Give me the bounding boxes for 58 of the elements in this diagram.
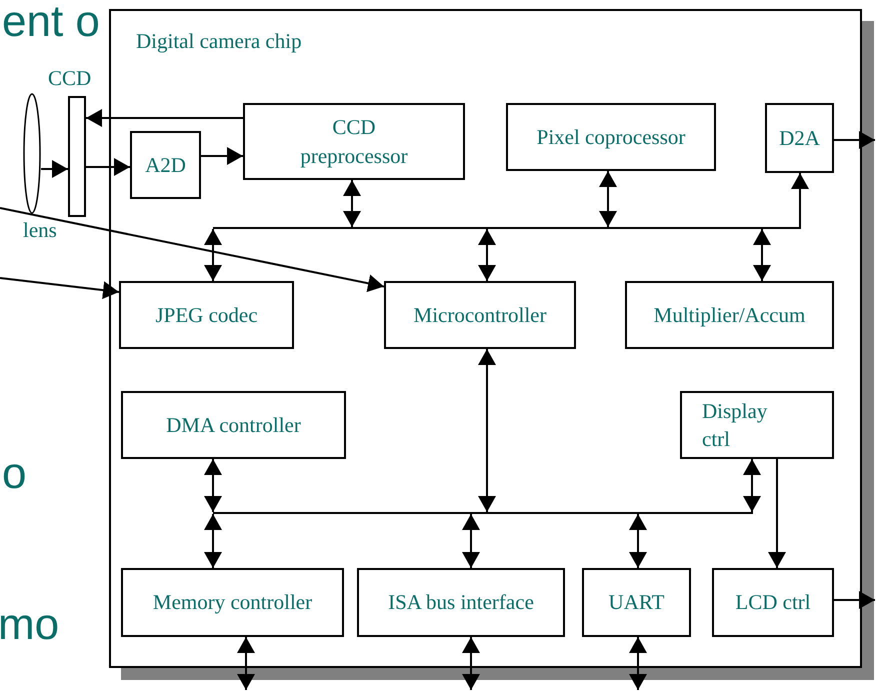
block-box (121, 391, 346, 459)
block-box (582, 568, 691, 637)
arrow (462, 514, 480, 568)
arrow (753, 229, 771, 281)
arrow (237, 637, 255, 690)
block-label: A2D (145, 152, 186, 179)
arrow (599, 171, 617, 227)
block-label: Pixel coprocessor (536, 124, 686, 151)
arrow (478, 229, 496, 281)
arrow (204, 514, 222, 568)
block-box (680, 391, 834, 459)
block-label: D2A (779, 124, 820, 152)
block-label: UART (608, 589, 664, 616)
arrow (834, 131, 875, 149)
arrow (204, 459, 222, 512)
block-label: Multiplier/Accum (654, 302, 806, 329)
arrow (86, 158, 130, 176)
block-box (712, 568, 834, 637)
block-box (357, 568, 565, 637)
block-label: LCD ctrl (735, 589, 811, 616)
block-box (121, 568, 344, 637)
ccd-label: CCD (48, 65, 92, 92)
slide-text: ent o (2, 0, 100, 44)
block-label: JPEG codec (155, 302, 258, 329)
arrow (478, 349, 496, 512)
block-box (765, 103, 834, 173)
arrow (743, 459, 761, 512)
arrow (201, 147, 243, 165)
arrow (343, 180, 361, 227)
block-box (625, 281, 834, 349)
block-box (130, 131, 201, 199)
arrow (86, 109, 243, 127)
bus-line (213, 512, 753, 514)
arrow (0, 207, 384, 292)
arrow (629, 637, 647, 690)
arrow (834, 591, 875, 609)
block-box (384, 281, 576, 349)
arrow (629, 514, 647, 568)
arrow (0, 277, 120, 300)
block-label: Microcontroller (414, 302, 546, 329)
arrow (204, 229, 222, 281)
slide-text: o (2, 452, 26, 496)
arrow (768, 459, 786, 568)
bus-line (213, 227, 801, 229)
block-label: DMA controller (166, 412, 301, 439)
block-label: CCD preprocessor (299, 114, 409, 170)
lens-caption: lens (23, 217, 57, 244)
arrow (791, 173, 809, 229)
block-box (506, 103, 716, 171)
slide-text: mo (0, 603, 60, 647)
arrow (462, 637, 480, 690)
block-label: Display ctrl (702, 398, 768, 453)
block-label: Memory controller (152, 589, 312, 616)
block-box (119, 281, 294, 349)
block-label: ISA bus interface (388, 589, 534, 616)
chip-title: Digital camera chip (136, 28, 302, 55)
arrow (41, 160, 68, 178)
block-box (243, 103, 465, 180)
